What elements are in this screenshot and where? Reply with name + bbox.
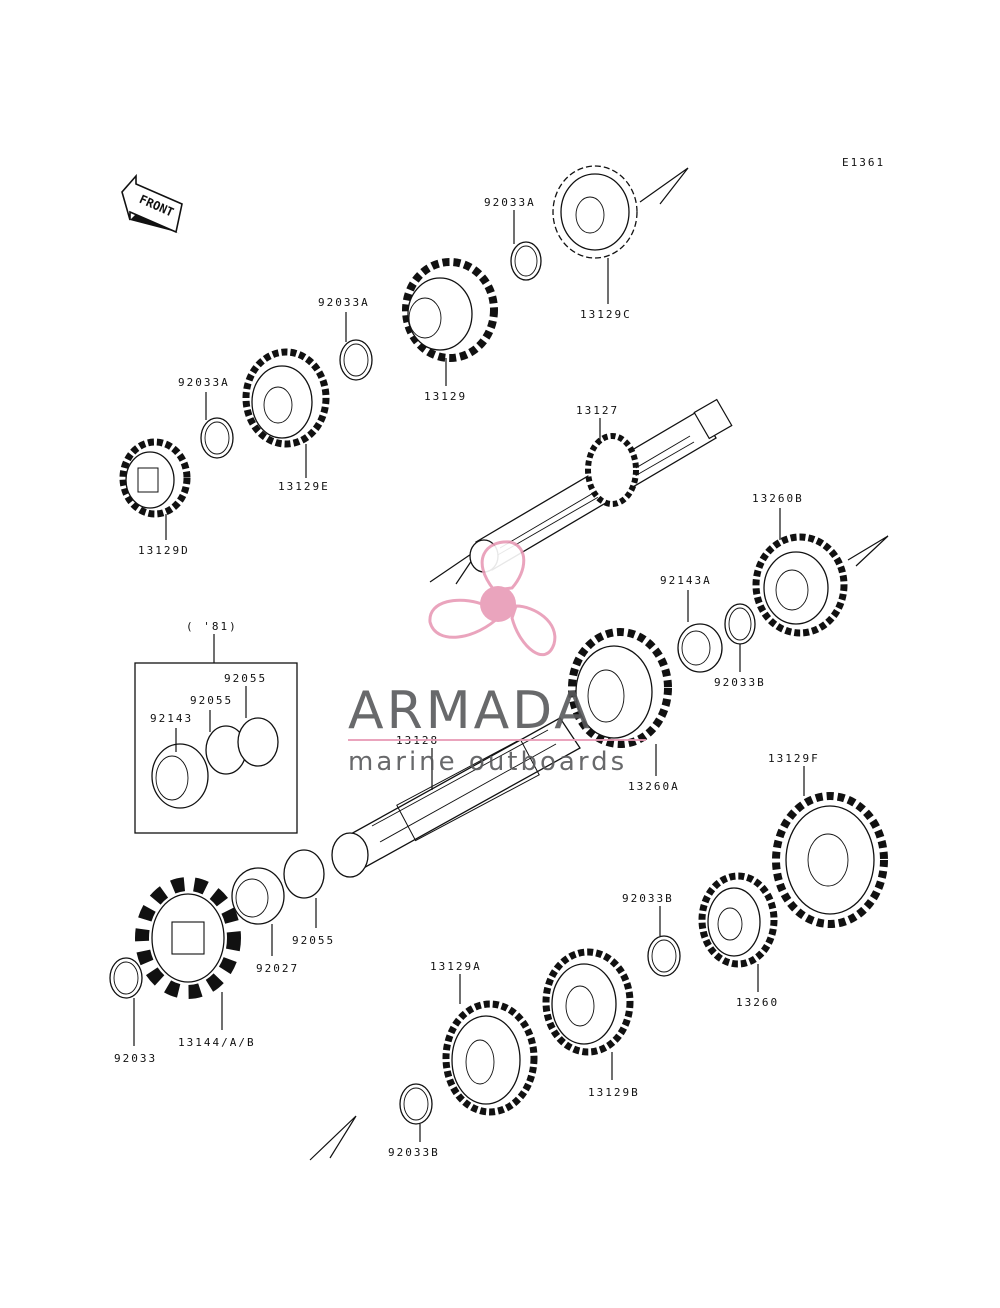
label-92033A-top: 92033A: [484, 196, 536, 209]
label-92033B-bottom: 92033B: [388, 1146, 440, 1159]
gear-13129D: [119, 438, 191, 518]
label-13129: 13129: [424, 390, 467, 403]
watermark-brand: ARMADA: [348, 681, 593, 741]
label-92033A-mid: 92033A: [318, 296, 370, 309]
gear-13129F: [772, 792, 888, 928]
diagram-code: E1361: [842, 156, 885, 169]
label-inset-year: ( '81): [186, 620, 238, 633]
inset-81-box: [134, 634, 298, 834]
shaft-13128: [331, 717, 581, 878]
ring-92033B-bottom: [399, 1083, 433, 1125]
label-92055-inset-1: 92055: [224, 672, 267, 685]
label-13144: 13144/A/B: [178, 1036, 256, 1049]
ring-92055: [283, 849, 325, 899]
label-92033B-right: 92033B: [714, 676, 766, 689]
label-13260: 13260: [736, 996, 779, 1009]
label-13127: 13127: [576, 404, 619, 417]
label-13129A: 13129A: [430, 960, 482, 973]
front-arrow-icon: FRONT: [121, 173, 183, 234]
gear-13129: [402, 258, 498, 362]
ring-92033A-top: [510, 241, 542, 281]
ring-92033B-mid: [647, 935, 681, 977]
gear-13260B: [752, 533, 848, 637]
label-92055: 92055: [292, 934, 335, 947]
armada-watermark: ARMADA marine outboards: [348, 540, 646, 777]
gear-13260: [698, 872, 778, 968]
label-92143: 92143: [150, 712, 193, 725]
ring-92033A-mid: [339, 339, 373, 381]
gear-13129C: [552, 165, 638, 259]
collar-92143A: [677, 623, 723, 673]
leader-lines: [133, 210, 805, 1142]
direction-arrow-top: [639, 167, 689, 205]
gear-13129B: [542, 948, 634, 1056]
label-13260B: 13260B: [752, 492, 804, 505]
gear-13260A: [568, 628, 672, 748]
label-92143A: 92143A: [660, 574, 712, 587]
sprocket-13144: [135, 877, 241, 999]
collar-92027: [231, 867, 285, 925]
label-13260A: 13260A: [628, 780, 680, 793]
label-92033A-left: 92033A: [178, 376, 230, 389]
label-13129E: 13129E: [278, 480, 330, 493]
label-13129B: 13129B: [588, 1086, 640, 1099]
label-13129F: 13129F: [768, 752, 820, 765]
watermark-tagline: marine outboards: [348, 747, 627, 777]
gear-13129E: [242, 348, 330, 448]
ring-92033: [109, 957, 143, 999]
label-92027: 92027: [256, 962, 299, 975]
label-92055-inset-2: 92055: [190, 694, 233, 707]
direction-arrow-right: [847, 535, 889, 567]
label-92033: 92033: [114, 1052, 157, 1065]
label-92033B-mid: 92033B: [622, 892, 674, 905]
label-13129C: 13129C: [580, 308, 632, 321]
propeller-logo-icon: [428, 540, 557, 657]
label-13129D: 13129D: [138, 544, 190, 557]
gear-13129A: [442, 1000, 538, 1116]
direction-arrow-bottom: [309, 1115, 357, 1161]
ring-92033A-left: [200, 417, 234, 459]
ring-92033B-right: [724, 603, 756, 645]
